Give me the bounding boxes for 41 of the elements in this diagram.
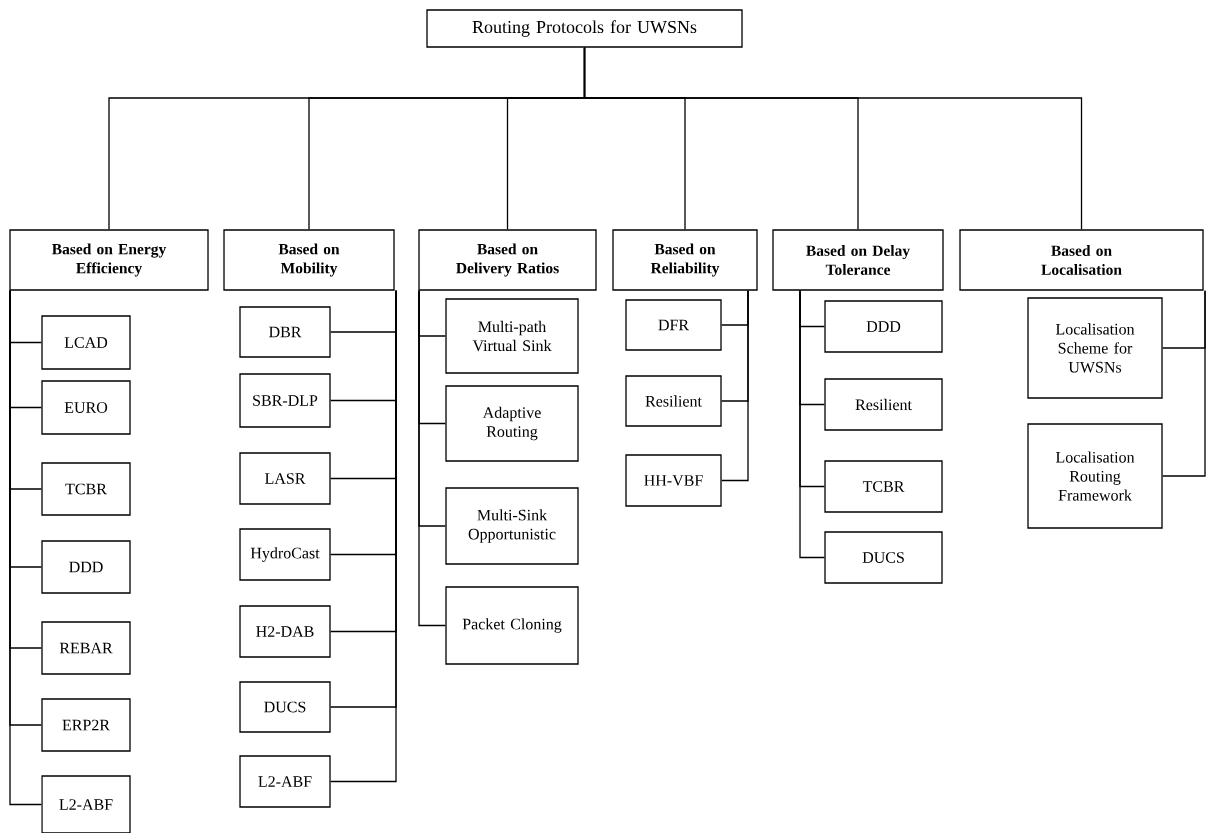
category-box: Based on Delivery Ratios: [418, 229, 597, 291]
connector-line: [799, 290, 825, 559]
protocol-box: LCAD: [41, 315, 131, 370]
protocol-box: Localisation Scheme for UWSNs: [1027, 297, 1163, 399]
protocol-box: EURO: [41, 380, 131, 435]
protocol-box: TCBR: [824, 460, 943, 513]
category-box: Based on Mobility: [223, 229, 395, 291]
protocol-box: LASR: [239, 452, 331, 505]
category-box: Based on Localisation: [959, 229, 1204, 291]
category-box: Based on Delay Tolerance: [772, 229, 944, 291]
root-box: Routing Protocols for UWSNs: [426, 9, 743, 48]
protocol-box: DDD: [41, 540, 131, 594]
connector-line: [1162, 290, 1206, 477]
protocol-box: Resilient: [625, 375, 722, 427]
protocol-box: DBR: [239, 306, 331, 358]
protocol-box: Packet Cloning: [445, 586, 579, 665]
protocol-box: Localisation Routing Framework: [1027, 423, 1163, 529]
connector-line: [418, 290, 446, 627]
protocol-box: Multi-path Virtual Sink: [445, 298, 579, 374]
connector-line: [721, 290, 749, 482]
protocol-box: Adaptive Routing: [445, 385, 579, 462]
protocol-box: Resilient: [824, 378, 943, 431]
protocol-box: DUCS: [239, 681, 331, 733]
protocol-box: Multi-Sink Opportunistic: [445, 487, 579, 565]
connector-line: [9, 290, 42, 806]
connector-line: [330, 290, 397, 783]
protocol-box: ERP2R: [41, 698, 131, 752]
connector-line: [583, 47, 1083, 230]
protocol-box: HydroCast: [239, 528, 331, 581]
protocol-box: SBR-DLP: [239, 373, 331, 428]
protocol-box: H2-DAB: [239, 605, 331, 658]
protocol-box: TCBR: [41, 462, 131, 516]
category-box: Based on Energy Efficiency: [9, 229, 209, 291]
protocol-box: L2-ABF: [41, 775, 131, 833]
protocol-box: DUCS: [824, 531, 943, 584]
protocol-box: DDD: [824, 300, 943, 353]
protocol-box: HH-VBF: [625, 454, 722, 507]
category-box: Based on Reliability: [612, 229, 758, 291]
protocol-box: L2-ABF: [239, 755, 331, 808]
protocol-box: REBAR: [41, 621, 131, 675]
protocol-box: DFR: [625, 299, 722, 351]
